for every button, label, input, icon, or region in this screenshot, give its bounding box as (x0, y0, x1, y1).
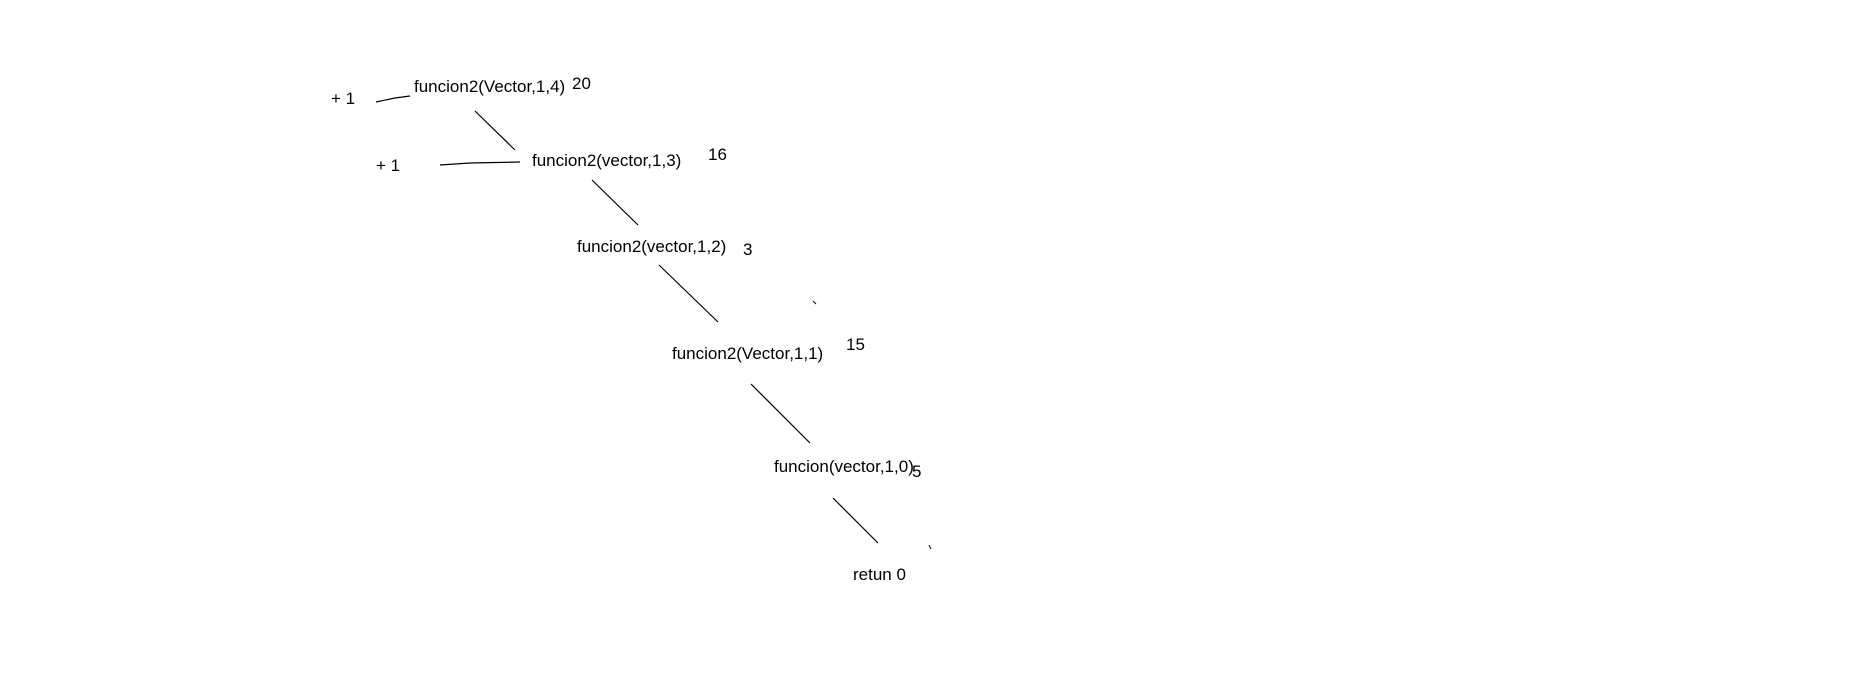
node-value: 20 (572, 74, 591, 93)
edge-n3-n4 (658, 264, 719, 323)
node-value: 16 (708, 145, 727, 164)
node-value: 15 (846, 335, 865, 354)
edge-a1-n1 (375, 95, 411, 103)
node-label: funcion2(vector,1,3) (532, 151, 682, 170)
stray-mark (928, 544, 932, 550)
annotation-plus-one: + 1 (376, 156, 401, 175)
node-label: retun 0 (853, 565, 906, 584)
node-value: 3 (743, 240, 753, 259)
edge-n5-n6 (832, 497, 879, 544)
annotation-plus-one: + 1 (331, 89, 356, 108)
stray-mark (812, 300, 817, 305)
node-label: funcion2(Vector,1,1) (672, 344, 824, 363)
edge-n2-n3 (591, 179, 639, 226)
edge-n4-n5 (750, 383, 811, 444)
node-label: funcion2(vector,1,2) (577, 237, 727, 256)
node-label: funcion(vector,1,0) (774, 457, 914, 476)
node-value: 5 (912, 462, 922, 481)
node-label: funcion2(Vector,1,4) (414, 77, 566, 96)
edge-n1-n2 (474, 110, 516, 151)
edge-a2-n2 (439, 161, 521, 166)
